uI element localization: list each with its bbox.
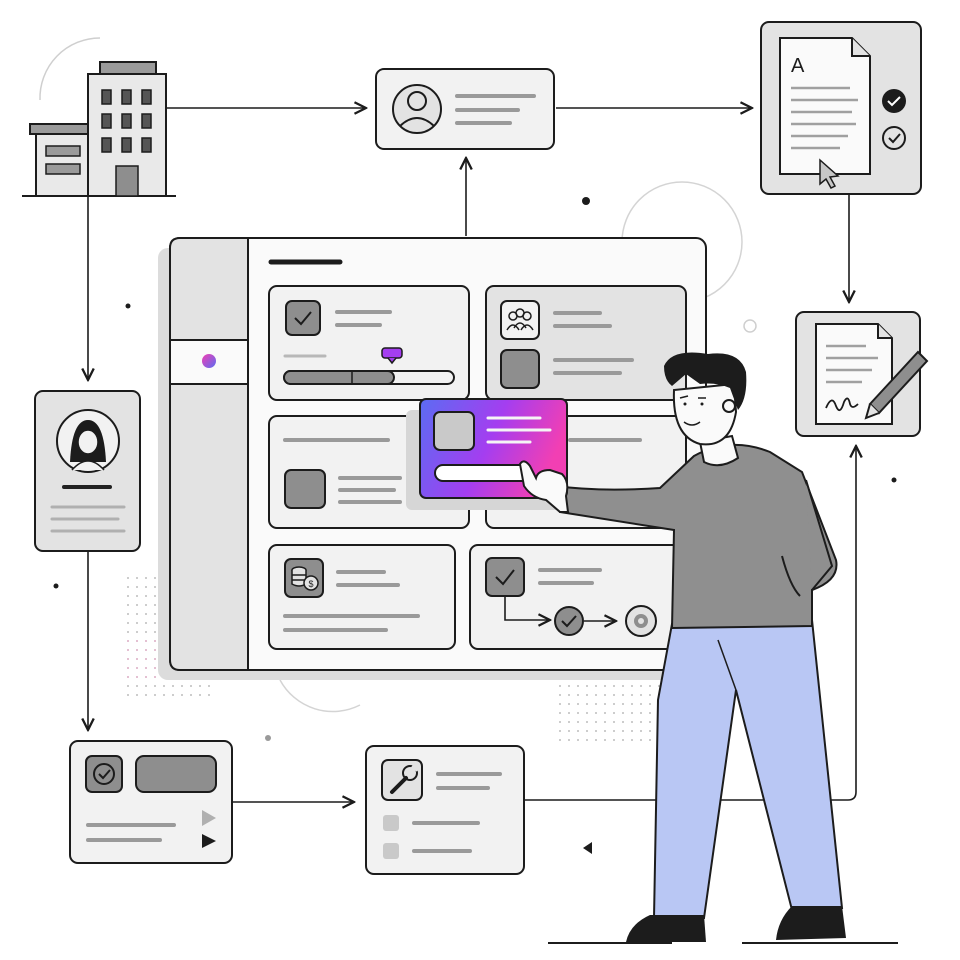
signature-icon xyxy=(825,397,859,412)
checkmark-icon xyxy=(93,763,115,785)
workflow-card xyxy=(469,544,687,650)
svg-text:$: $ xyxy=(308,579,313,589)
checkmark-icon xyxy=(561,615,577,628)
person-legs xyxy=(652,618,844,919)
progress-card xyxy=(268,285,470,401)
person-head xyxy=(664,352,747,467)
play-icon xyxy=(202,810,216,826)
progress-marker xyxy=(381,347,403,359)
checkmark-icon xyxy=(882,89,906,150)
active-nav-dot xyxy=(202,354,216,368)
pen-icon xyxy=(864,350,929,420)
cursor-icon xyxy=(819,158,840,189)
signed-document-panel xyxy=(795,311,929,437)
team-card xyxy=(485,285,687,401)
wrench-icon xyxy=(390,764,420,794)
person-hand xyxy=(518,460,570,513)
settings-card xyxy=(365,745,525,875)
team-icon xyxy=(506,308,534,331)
female-avatar-icon xyxy=(56,409,120,473)
profile-card xyxy=(375,68,555,150)
person-profile-card xyxy=(34,390,141,552)
document-letter: A xyxy=(791,55,805,77)
play-icon xyxy=(202,834,216,848)
task-card xyxy=(69,740,233,864)
checkmark-icon xyxy=(294,311,312,326)
person-figure xyxy=(548,352,898,944)
flow-arrows xyxy=(88,108,856,802)
progress-fill xyxy=(283,370,395,385)
coins-icon: $ xyxy=(291,566,319,591)
user-avatar-icon xyxy=(392,84,442,134)
person-shoes xyxy=(626,906,846,942)
finance-card: $ xyxy=(268,544,456,650)
building-icon xyxy=(22,61,176,197)
checkmark-icon xyxy=(495,569,515,586)
document-panel: A xyxy=(760,21,922,195)
document-icon: A xyxy=(779,37,871,175)
person-torso xyxy=(554,443,838,630)
